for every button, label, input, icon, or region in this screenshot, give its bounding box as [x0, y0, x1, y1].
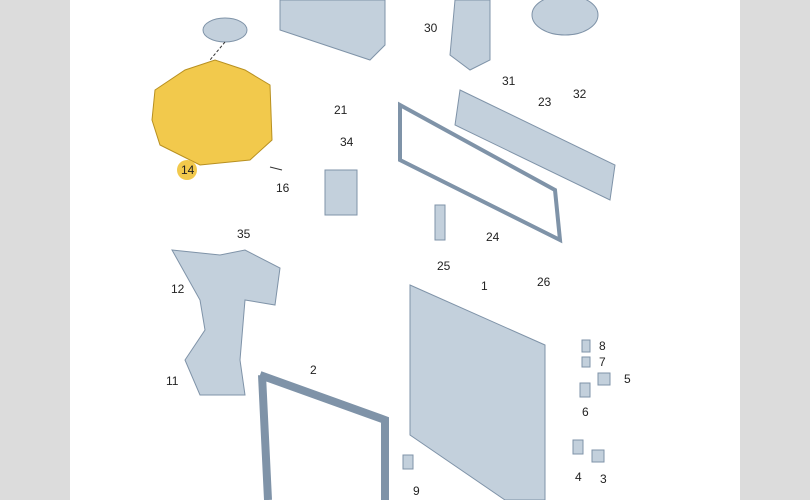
frame-24[interactable] [398, 101, 563, 244]
callout-8[interactable]: 8 [599, 339, 606, 353]
callout-21[interactable]: 21 [334, 103, 348, 117]
callout-7[interactable]: 7 [599, 355, 606, 369]
callout-34[interactable]: 34 [340, 135, 354, 149]
clip-7[interactable] [581, 356, 591, 368]
callout-24[interactable]: 24 [486, 230, 500, 244]
bracket-35[interactable] [171, 249, 281, 396]
callout-25[interactable]: 25 [437, 259, 451, 273]
callout-11[interactable]: 11 [166, 374, 179, 388]
auxiliary-radiator-top[interactable] [279, 0, 386, 61]
frame-2[interactable] [258, 371, 389, 500]
callout-32[interactable]: 32 [573, 87, 587, 101]
clip-3[interactable] [591, 449, 605, 463]
callout-2[interactable]: 2 [310, 363, 317, 377]
part-25[interactable] [434, 204, 446, 241]
callout-5[interactable]: 5 [624, 372, 631, 386]
part-34[interactable] [324, 169, 358, 216]
radiator-1[interactable] [409, 284, 546, 500]
highlight-marker [177, 160, 197, 180]
callout-6[interactable]: 6 [582, 405, 589, 419]
clip-6[interactable] [579, 382, 591, 398]
callout-16[interactable]: 16 [276, 181, 290, 195]
callout-30[interactable]: 30 [424, 21, 438, 35]
filler-cap[interactable] [202, 17, 248, 43]
callout-1[interactable]: 1 [481, 279, 488, 293]
expansion-tank[interactable] [151, 59, 273, 166]
clip-8[interactable] [581, 339, 591, 353]
clip-9[interactable] [402, 454, 414, 470]
reservoir[interactable] [531, 0, 599, 36]
right-margin [740, 0, 810, 500]
callout-26[interactable]: 26 [537, 275, 551, 289]
callout-labels: 14 16 21 34 30 31 32 23 24 25 26 35 12 1… [166, 21, 631, 498]
callout-3[interactable]: 3 [600, 472, 607, 486]
callout-9[interactable]: 9 [413, 484, 420, 498]
callout-4[interactable]: 4 [575, 470, 582, 484]
clip-4[interactable] [572, 439, 584, 455]
callout-35[interactable]: 35 [237, 227, 251, 241]
callout-12[interactable]: 12 [171, 282, 185, 296]
bracket[interactable] [449, 0, 491, 71]
radiator-23[interactable] [454, 89, 616, 201]
callout-14[interactable]: 14 [181, 163, 195, 177]
clip-5[interactable] [597, 372, 611, 386]
callout-31[interactable]: 31 [502, 74, 516, 88]
callout-23[interactable]: 23 [538, 95, 552, 109]
